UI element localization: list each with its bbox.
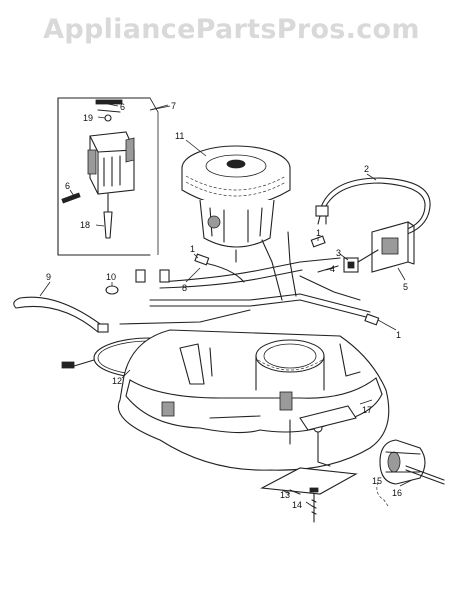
callout-1-left: 1 [190,244,195,254]
callout-3: 3 [336,248,341,258]
callout-19: 19 [83,113,93,123]
callout-9: 9 [46,272,51,282]
callout-5: 5 [403,282,408,292]
callout-11: 11 [175,131,184,141]
callout-1-mid: 1 [316,228,321,238]
callout-2: 2 [364,164,369,174]
cord-nine-drawing [13,285,119,333]
callout-16: 16 [392,488,402,498]
callout-17: 17 [362,405,372,415]
callout-4: 4 [330,264,335,274]
callout-14: 14 [292,500,302,510]
callout-18: 18 [80,220,90,230]
callout-12: 12 [112,376,122,386]
base-housing-drawing [117,329,390,471]
callout-6-top: 6 [120,102,125,112]
callout-10: 10 [106,272,116,282]
callout-6-side: 6 [65,181,70,191]
brush-motor-drawing [61,99,135,239]
callout-15: 15 [372,476,382,486]
brush-roller-drawing [379,439,445,485]
switch-box-drawing [371,221,415,273]
wiring-harness-drawing [119,231,380,326]
switch-drawing [317,249,379,273]
watermark-text: AppliancePartsPros.com [43,14,420,45]
main-motor-drawing [181,145,291,263]
motor-assembly-bracket [57,97,169,256]
callout-8: 8 [182,283,187,293]
screw-drawing [309,487,319,523]
callout-labels: 7 6 19 6 18 11 2 1 1 3 4 5 9 10 8 1 12 1… [46,101,408,510]
power-cord-drawing [315,177,431,239]
leader-lines [39,103,413,507]
callout-13: 13 [280,490,290,500]
bottom-plate-drawing [260,405,358,495]
callout-7: 7 [171,101,176,111]
callout-1-right: 1 [396,330,401,340]
